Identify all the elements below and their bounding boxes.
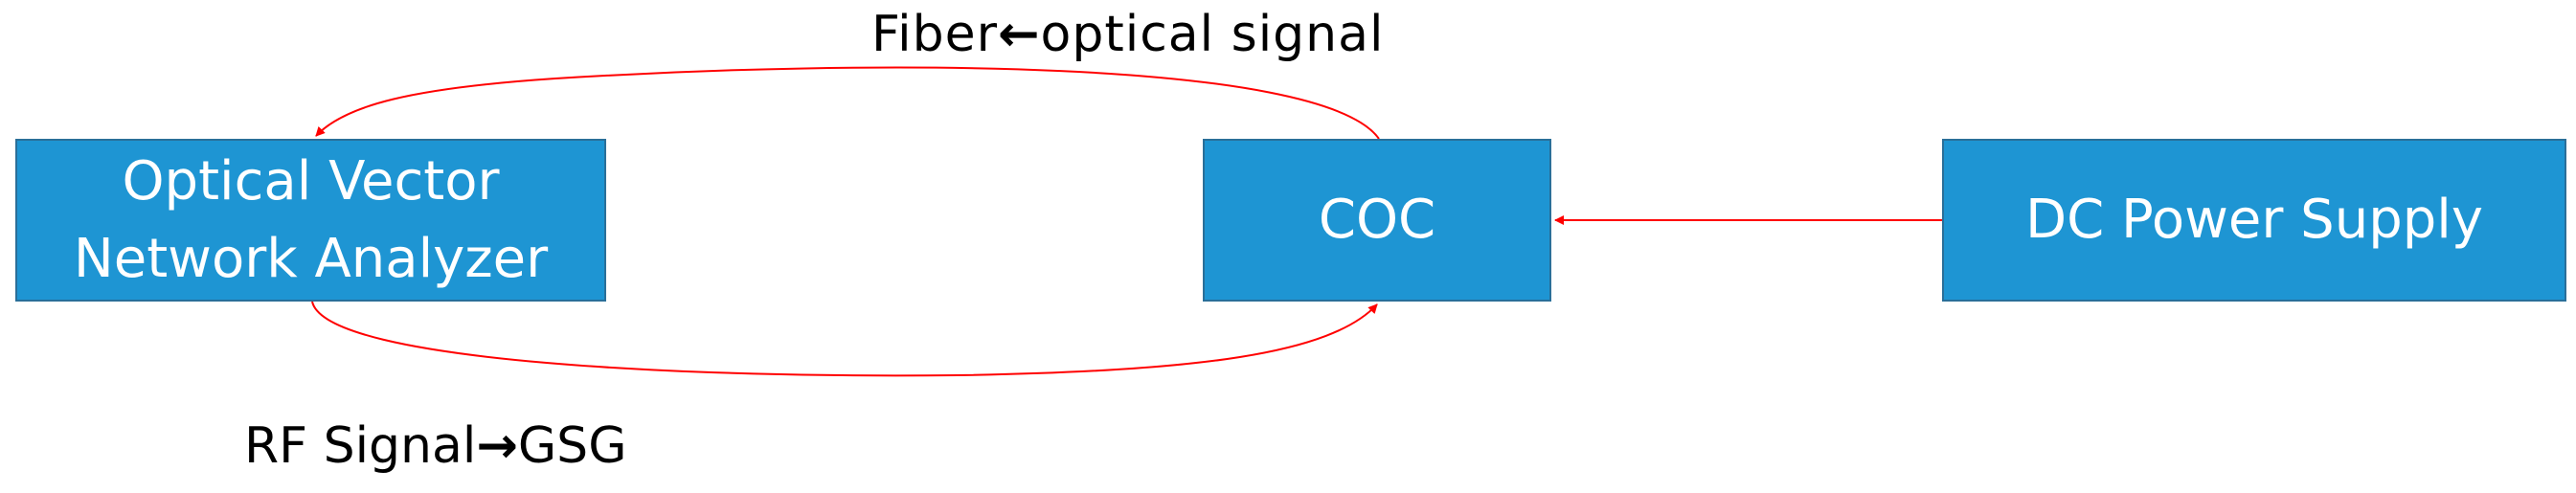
optical-vector-network-analyzer-box: Optical Vector Network Analyzer xyxy=(15,139,606,302)
rf-signal-text: RF Signal xyxy=(244,417,477,475)
fiber-optical-signal-annotation: Fiber←optical signal xyxy=(871,6,1384,63)
rf-signal-connector xyxy=(311,301,1378,377)
fiber-optical-signal-connector xyxy=(315,66,1380,140)
coc-label: COC xyxy=(1318,189,1436,252)
optical-signal-text: optical signal xyxy=(1040,6,1385,63)
left-arrow-icon: ← xyxy=(997,6,1041,63)
gsg-text: GSG xyxy=(517,417,627,475)
dc-power-supply-label: DC Power Supply xyxy=(2025,189,2483,252)
rf-signal-gsg-annotation: RF Signal→GSG xyxy=(244,417,627,475)
right-arrow-icon: → xyxy=(476,417,518,475)
fiber-text: Fiber xyxy=(871,6,998,63)
dc-power-supply-box: DC Power Supply xyxy=(1942,139,2566,302)
coc-box: COC xyxy=(1203,139,1551,302)
ovna-label: Optical Vector Network Analyzer xyxy=(73,149,549,290)
